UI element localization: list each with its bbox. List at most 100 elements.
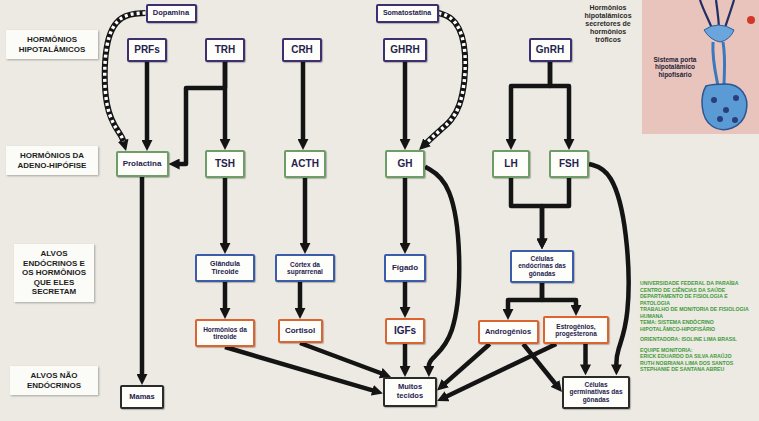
pituitary-hormone-box: LH bbox=[492, 150, 530, 178]
non-endocrine-target-box: Células germinativas das gônadas bbox=[562, 376, 630, 409]
stimulatory-arrow bbox=[542, 283, 576, 307]
box-text: Glândula Tireoide bbox=[202, 260, 248, 276]
capillary-spot bbox=[723, 107, 729, 113]
credit-line: ORIENTADORA: ISOLINE LIMA BRASIL bbox=[640, 336, 755, 343]
box-text: PRFs bbox=[134, 44, 160, 56]
stimulatory-arrow bbox=[403, 62, 408, 140]
portal-vessels bbox=[713, 42, 725, 86]
arrow-stripes bbox=[426, 13, 465, 143]
credit-line: DEPARTAMENTO DE FISIOLOGIA E PATOLOGIA bbox=[640, 293, 755, 306]
credit-line: CENTRO DE CIÊNCIAS DA SAÚDE bbox=[640, 287, 755, 294]
stimulatory-arrow bbox=[300, 343, 382, 374]
stimulatory-arrow bbox=[583, 344, 588, 366]
box-text: IGFs bbox=[394, 325, 416, 337]
stimulatory-arrow bbox=[298, 282, 303, 309]
endocrine-target-box: Córtex da suprarrenal bbox=[275, 254, 335, 282]
pin bbox=[747, 16, 755, 24]
box-text: ACTH bbox=[291, 158, 319, 170]
credit-line: EQUIPE MONITORIA: bbox=[640, 347, 755, 354]
stimulatory-arrow bbox=[301, 62, 306, 140]
credit-line: TRABALHO DE MONITORIA DE FISIOLOGIA HUMA… bbox=[640, 306, 755, 319]
stimulatory-arrow bbox=[225, 347, 373, 391]
row-header: ALVOS ENDÓCRINOS E OS HORMÔNIOS QUE ELES… bbox=[18, 249, 90, 297]
stimulatory-arrow bbox=[223, 178, 228, 244]
endocrine-target-box: Fígado bbox=[384, 254, 426, 282]
capillary-spot bbox=[711, 97, 717, 103]
box-text: TSH bbox=[215, 158, 235, 170]
box-text: Córtex da suprarrenal bbox=[282, 261, 328, 276]
box-text: GH bbox=[398, 158, 413, 170]
row-header-card: HORMÔNIOS HIPOTALÂMICOS bbox=[6, 30, 98, 59]
stimulatory-arrow bbox=[145, 62, 150, 141]
non-endocrine-target-box: Mamas bbox=[120, 385, 164, 409]
illustration-label: Sistema porta hipotalâmico hipofisário bbox=[648, 56, 702, 78]
stimulatory-arrow bbox=[403, 282, 408, 308]
inhibitory-arrow bbox=[105, 13, 146, 141]
credit-line: UNIVERSIDADE FEDERAL DA PARAÍBA bbox=[640, 280, 755, 287]
stimulatory-arrow bbox=[303, 178, 308, 244]
credit-line: TEMA: SISTEMA ENDÓCRINO HIPOTALÂMICO-HIP… bbox=[640, 319, 755, 332]
credit-line: STEPHANIE DE SANTANA ABREU bbox=[640, 366, 755, 373]
credit-line: RUTH NOBRIANA LIMA DOS SANTOS bbox=[640, 360, 755, 367]
capillary-spot bbox=[732, 117, 738, 123]
row-header: HORMÔNIOS DA ADENO-HIPÓFISE bbox=[10, 151, 94, 170]
row-header: ALVOS NÃO ENDÓCRINOS bbox=[14, 371, 94, 390]
box-text: CRH bbox=[291, 44, 313, 56]
secreted-hormone-box: Estrogênios, progesterona bbox=[543, 316, 609, 344]
credit-line: ERICK EDUARDO DA SILVA ARAÚJO bbox=[640, 353, 755, 360]
endocrine-target-box: Células endócrinas das gônadas bbox=[510, 250, 574, 283]
row-header: HORMÔNIOS HIPOTALÂMICOS bbox=[10, 35, 94, 54]
stimulatory-arrow bbox=[508, 283, 542, 311]
box-text: FSH bbox=[559, 158, 579, 170]
stimulatory-arrow bbox=[223, 62, 228, 140]
secreted-hormone-box: IGFs bbox=[385, 318, 425, 344]
secreted-hormone-box: Hormônios da tireoide bbox=[195, 319, 255, 347]
box-text: Mamas bbox=[129, 393, 154, 402]
box-text: Estrogênios, progesterona bbox=[550, 323, 602, 338]
box-text: GHRH bbox=[390, 44, 419, 56]
box-text: Prolactina bbox=[123, 159, 162, 168]
capillary-spot bbox=[733, 95, 739, 101]
stimulatory-arrow bbox=[542, 178, 569, 240]
stimulatory-arrow bbox=[511, 178, 542, 240]
row-header-card: ALVOS NÃO ENDÓCRINOS bbox=[10, 366, 98, 395]
hypothalamic-hormone-box: Somatostatina bbox=[376, 4, 439, 23]
pituitary-hormone-box: GH bbox=[385, 150, 425, 178]
row-header-card: HORMÔNIOS DA ADENO-HIPÓFISE bbox=[6, 146, 98, 175]
box-text: Células endócrinas das gônadas bbox=[517, 255, 567, 277]
connectors bbox=[105, 13, 629, 397]
box-text: Muitos tecidos bbox=[390, 383, 430, 400]
pituitary-hormone-box: Prolactina bbox=[116, 151, 169, 177]
stimulatory-arrow bbox=[446, 344, 556, 397]
title-card: Hormônios hipotalâmicos secretores de ho… bbox=[578, 4, 638, 44]
capillary-spot bbox=[717, 116, 723, 122]
secreted-hormone-box: Cortisol bbox=[278, 319, 323, 343]
stimulatory-arrow bbox=[425, 167, 459, 367]
box-text: TRH bbox=[215, 44, 236, 56]
anterior-pituitary bbox=[702, 84, 747, 130]
box-text: Cortisol bbox=[285, 326, 315, 335]
secreted-hormone-box: Androgênios bbox=[478, 320, 539, 344]
pituitary-hormone-box: ACTH bbox=[284, 150, 326, 178]
pituitary-hormone-box: FSH bbox=[549, 150, 589, 178]
hypothalamic-hormone-box: PRFs bbox=[127, 38, 167, 62]
stimulatory-arrow bbox=[403, 344, 408, 367]
hypothalamic-hormone-box: GHRH bbox=[383, 38, 427, 62]
box-text: GnRH bbox=[536, 44, 564, 56]
endocrine-target-box: Glândula Tireoide bbox=[195, 254, 255, 282]
stimulatory-arrow bbox=[511, 62, 550, 140]
arrow-stripes bbox=[105, 13, 146, 141]
stimulatory-arrow bbox=[140, 177, 145, 375]
non-endocrine-target-box: Muitos tecidos bbox=[383, 377, 437, 407]
inhibitory-arrow bbox=[426, 13, 465, 143]
illustration-panel bbox=[642, 0, 759, 134]
hypothalamic-hormone-box: CRH bbox=[282, 38, 322, 62]
credits-block: UNIVERSIDADE FEDERAL DA PARAÍBACENTRO DE… bbox=[640, 280, 755, 373]
box-text: Fígado bbox=[392, 263, 418, 272]
stimulatory-arrow bbox=[223, 282, 228, 309]
hypothalamic-hormone-box: TRH bbox=[205, 38, 245, 62]
box-text: Células germinativas das gônadas bbox=[569, 381, 623, 403]
hypothalamic-hormone-box: Dopamina bbox=[146, 4, 197, 23]
box-text: Somatostatina bbox=[383, 9, 431, 17]
stimulatory-arrow bbox=[179, 62, 226, 164]
